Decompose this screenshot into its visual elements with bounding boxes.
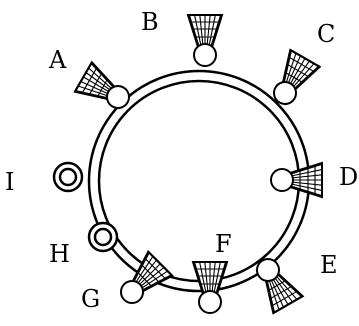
- ring-marker-h: [89, 223, 117, 251]
- track-inner-circle: [99, 81, 299, 281]
- shuttlecock-d: [271, 163, 322, 197]
- label-e: E: [320, 251, 338, 279]
- label-g: G: [81, 285, 100, 313]
- label-h: H: [49, 240, 70, 268]
- shuttlecock-a: [75, 62, 136, 117]
- label-b: B: [141, 8, 159, 36]
- label-c: C: [317, 20, 335, 48]
- label-d: D: [339, 163, 358, 191]
- label-f: F: [215, 230, 232, 258]
- label-i: I: [5, 168, 14, 196]
- shuttlecock-c: [265, 50, 320, 111]
- shuttlecock-b: [188, 15, 222, 66]
- shuttlecock-e: [248, 252, 303, 313]
- shuttlecock-g: [112, 252, 172, 312]
- ring-marker-i: [54, 163, 82, 191]
- label-a: A: [48, 46, 67, 74]
